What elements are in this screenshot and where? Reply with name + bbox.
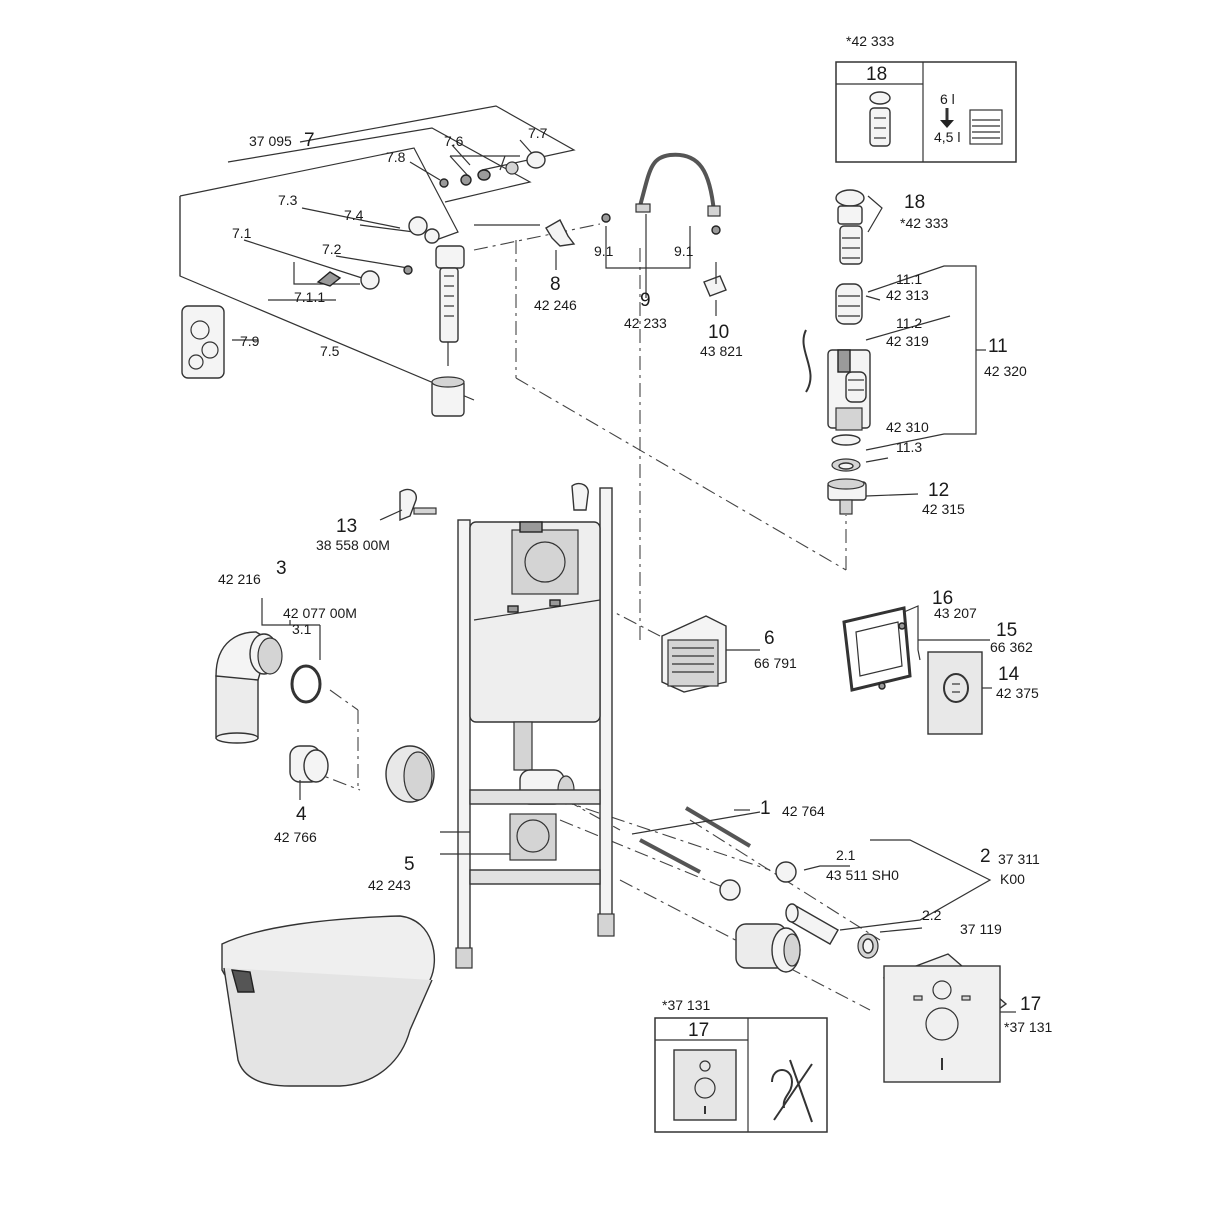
label-box-18-45l: 4,5 l [934,129,960,145]
flush-valve-items [802,189,986,515]
label-item-7: 7 [304,130,315,151]
label-item-4: 4 [296,804,307,825]
label-item-12: 12 [928,480,949,501]
box-17 [654,1017,828,1133]
label-item-7-2: 7.2 [322,241,342,257]
label-item-9-ref: 42 233 [624,315,667,331]
label-item-2-2-ref: 37 119 [960,921,1002,937]
items-1-2 [631,806,992,973]
label-item-11-2: 11.2 [896,315,922,331]
items-3-4 [215,598,435,803]
label-item-3-ref2: 42 077 00M [283,605,357,621]
label-item-18-ref: *42 333 [900,215,948,231]
wc-bowl [221,915,436,1087]
label-item-1-ref: 42 764 [782,803,825,819]
label-item-17: 17 [1020,994,1041,1015]
label-item-9-1a: 9.1 [594,243,614,259]
label-item-2: 2 [980,846,991,867]
label-item-11-1: 11.1 [896,271,922,287]
label-item-7-3: 7.3 [278,192,298,208]
label-item-10-ref: 43 821 [700,343,743,359]
label-item-5: 5 [404,854,415,875]
label-item-11-3: 11.3 [896,439,922,455]
label-item-15: 15 [996,620,1017,641]
label-item-16: 16 [932,588,953,609]
label-box-17-ref: *37 131 [662,997,710,1013]
label-box-17: 17 [688,1020,709,1041]
label-item-3: 3 [276,558,287,579]
label-item-11-1-ref: 42 313 [886,287,929,303]
installation-frame [379,482,615,969]
label-item-8-ref: 42 246 [534,297,577,313]
label-box-18-6l: 6 l [940,91,955,107]
label-item-7-9: 7.9 [240,333,260,349]
label-item-2-1-ref: 43 511 SH0 [826,867,899,883]
label-item-18: 18 [904,192,925,213]
label-item-7-5: 7.5 [320,343,340,359]
label-item-7-6: 7.6 [444,133,464,149]
label-item-13: 13 [336,516,357,537]
label-item-7-4: 7.4 [344,207,364,223]
label-item-7-1-1: 7.1.1 [294,289,325,305]
kit-7-bracket [179,105,576,401]
label-item-12-ref: 42 315 [922,501,965,517]
label-item-11-3-ref: 42 310 [886,419,929,435]
label-item-2-ref2: K00 [1000,871,1025,887]
label-item-9: 9 [640,290,651,311]
items-8-9-10 [545,152,727,316]
label-item-6: 6 [764,628,775,649]
label-item-15-ref: 66 362 [990,639,1033,655]
label-box-18-ref: *42 333 [846,33,894,49]
label-item-10: 10 [708,322,729,343]
box-18 [835,61,1017,163]
label-item-9-1b: 9.1 [674,243,694,259]
label-item-8: 8 [550,274,561,295]
label-item-7-ref: 37 095 [249,133,292,149]
label-item-3-1: 3.1 [292,621,312,637]
label-item-16-ref: 43 207 [934,605,977,621]
label-item-7-1: 7.1 [232,225,252,241]
label-item-2-1: 2.1 [836,847,856,863]
label-item-5-ref: 42 243 [368,877,411,893]
kit-7-leaders [232,139,540,341]
label-item-2-2: 2.2 [922,907,942,923]
label-item-17-ref: *37 131 [1004,1019,1052,1035]
label-item-13-ref: 38 558 00M [316,537,390,553]
label-item-11-2-ref: 42 319 [886,333,929,349]
label-item-11-ref: 42 320 [984,363,1027,379]
item-17-mat [882,953,1016,1083]
label-item-7-8: 7.8 [386,149,406,165]
item-6-box [661,615,760,693]
label-item-7-7: 7.7 [528,125,548,141]
label-box-18: 18 [866,64,887,85]
label-item-3-ref: 42 216 [218,571,261,587]
items-14-15-16 [842,605,992,735]
kit-7-parts [181,151,546,417]
label-item-11: 11 [988,336,1008,357]
label-item-14-ref: 42 375 [996,685,1039,701]
label-item-2-ref: 37 311 [998,851,1040,867]
label-item-4-ref: 42 766 [274,829,317,845]
text-labels: 37 095 7 7.7 7.6 7.8 7.3 7.4 7.1 7.2 7.1… [218,33,1052,1041]
label-item-6-ref: 66 791 [754,655,797,671]
label-item-1: 1 [760,798,771,819]
label-item-14: 14 [998,664,1020,685]
